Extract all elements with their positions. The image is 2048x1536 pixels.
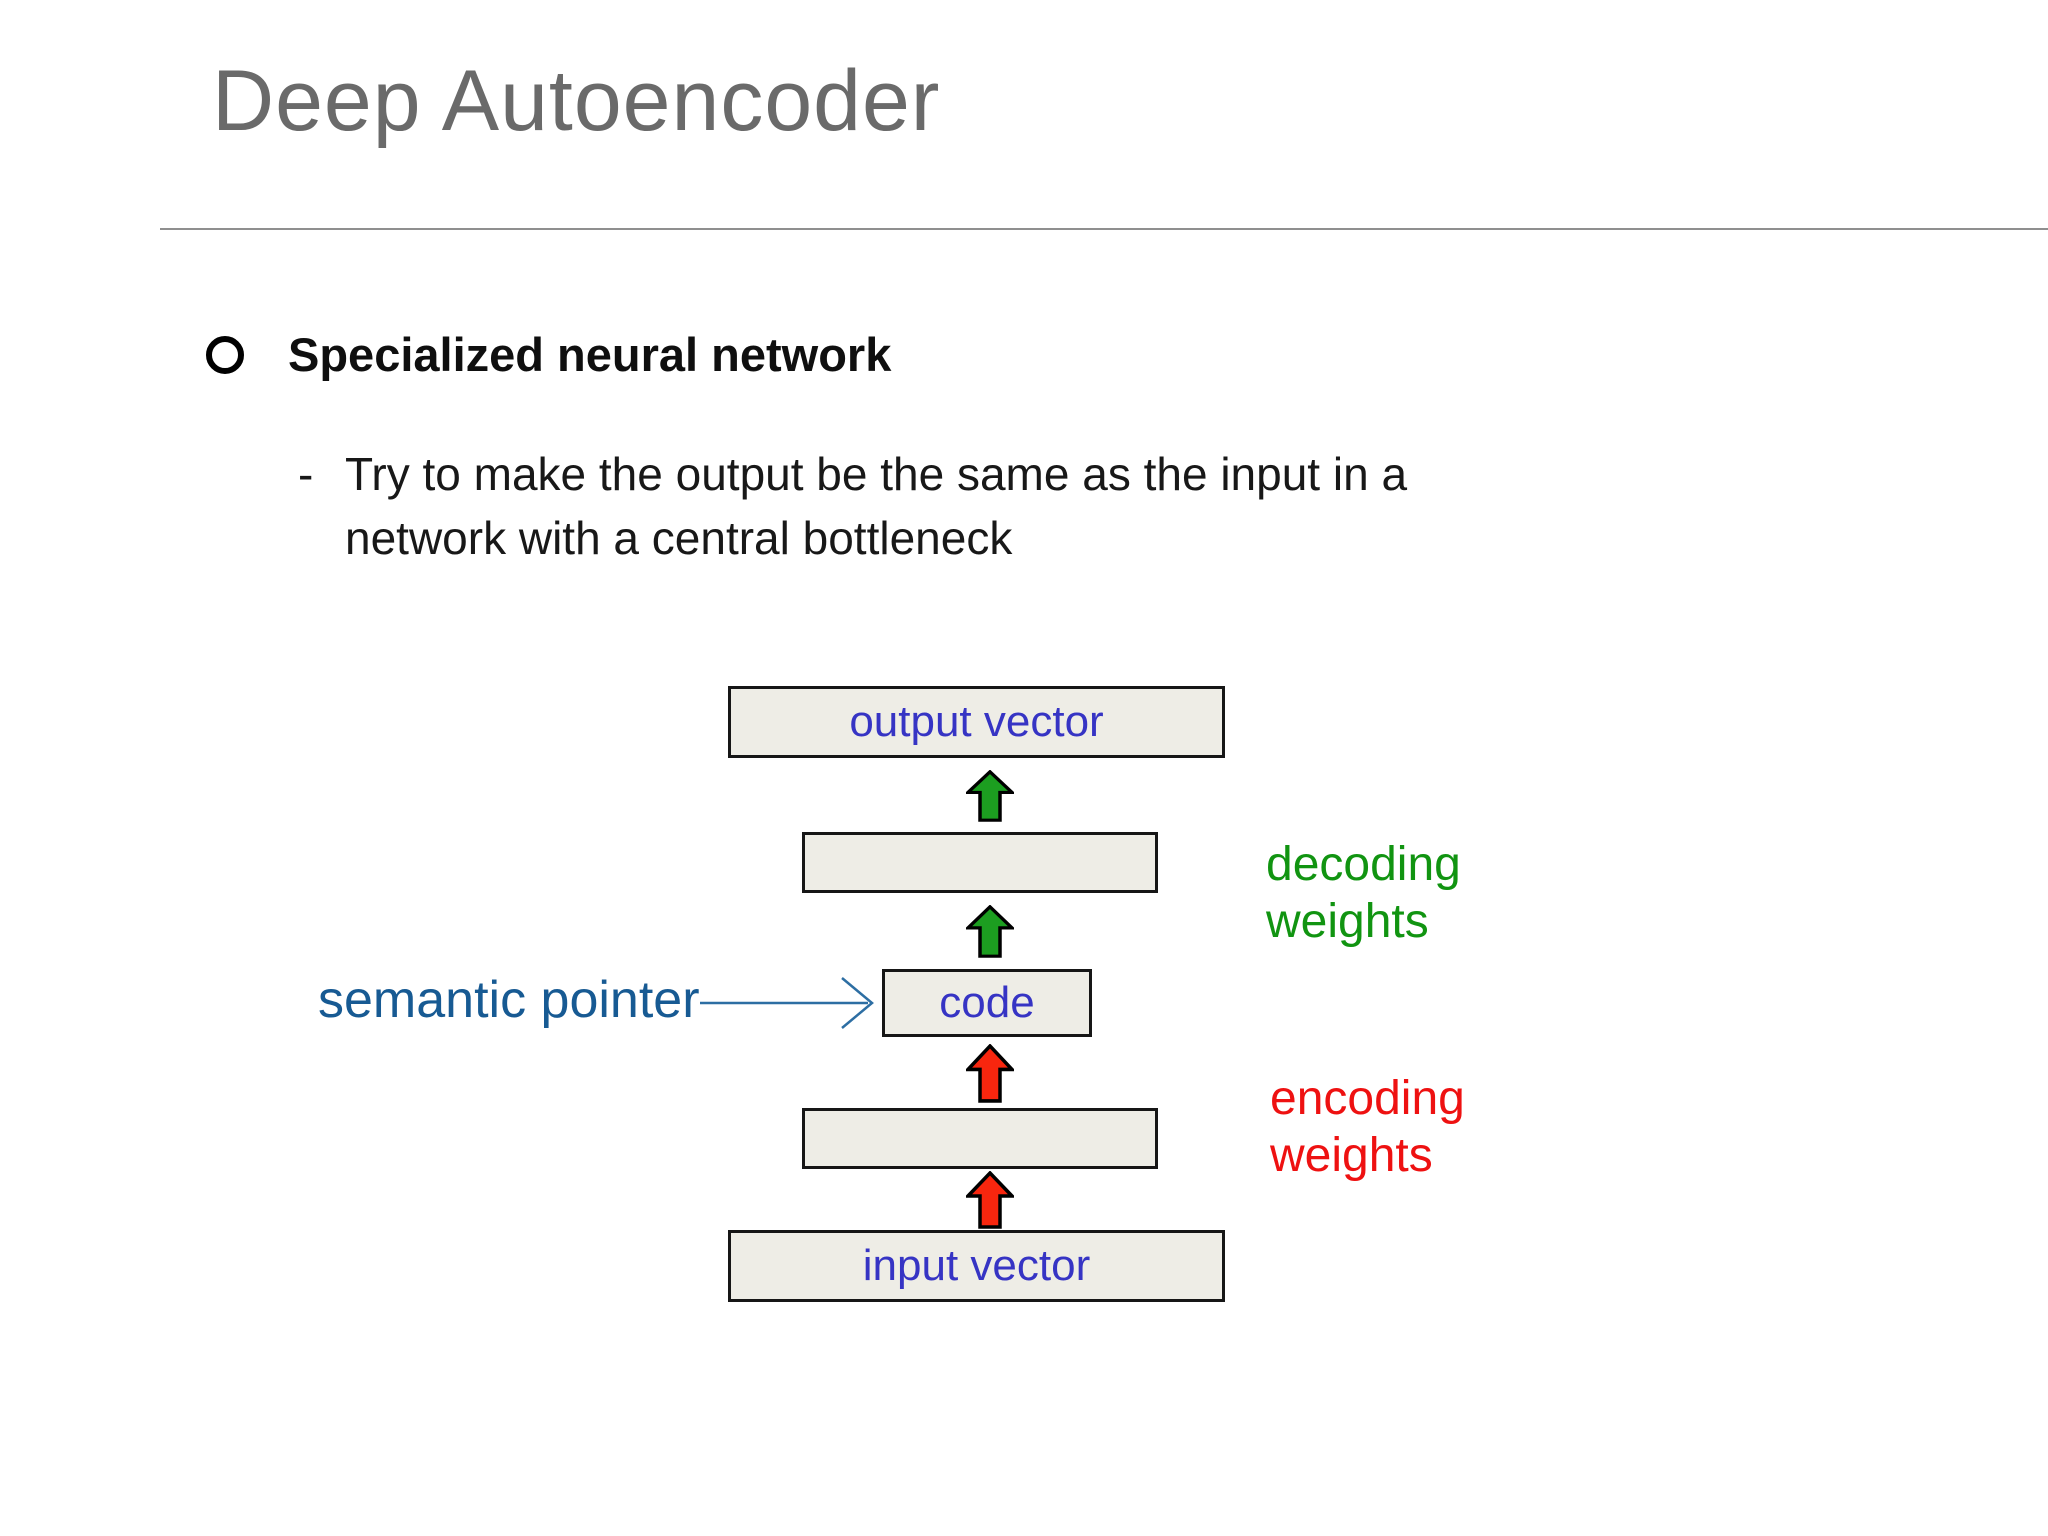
page-title: Deep Autoencoder [212, 53, 941, 149]
encode-arrow-icon [966, 1171, 1014, 1229]
input-vector-label: input vector [862, 1241, 1091, 1290]
dash-icon: - [298, 448, 314, 500]
encoding-weights-label: encoding weights [1270, 1072, 1465, 1182]
hidden-layer-box-upper [802, 832, 1158, 893]
bullet-label: Specialized neural network [288, 328, 892, 381]
code-label: code [939, 978, 1035, 1027]
encode-arrow-icon [966, 1044, 1014, 1103]
bullet-item: Specialized neural network [206, 327, 891, 383]
sub-bullet-line: Try to make the output be the same as th… [345, 448, 1408, 500]
output-vector-label: output vector [849, 697, 1104, 746]
output-vector-box: output vector [728, 686, 1225, 758]
sub-bullet: Try to make the output be the same as th… [345, 442, 1407, 570]
title-divider [160, 228, 2048, 230]
bullet-circle-icon [206, 336, 244, 374]
sub-bullet-line: network with a central bottleneck [345, 512, 1013, 564]
decode-arrow-icon [966, 905, 1014, 958]
decode-arrow-icon [966, 770, 1014, 822]
input-vector-box: input vector [728, 1230, 1225, 1302]
decoding-weights-label: decoding weights [1266, 838, 1461, 948]
code-box: code [882, 969, 1092, 1037]
semantic-pointer-label: semantic pointer [318, 971, 700, 1029]
pointer-arrow-icon [700, 977, 874, 1029]
hidden-layer-box-lower [802, 1108, 1158, 1169]
